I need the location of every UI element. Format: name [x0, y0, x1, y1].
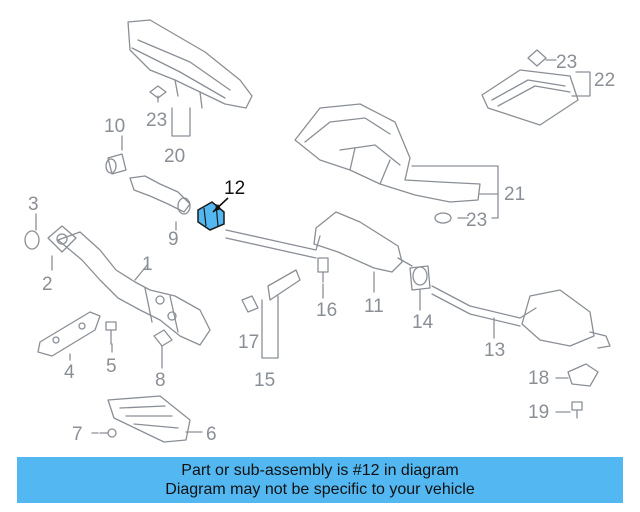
- clamp-part-10: [105, 153, 127, 175]
- label-10: 10: [104, 116, 125, 137]
- label-16: 16: [316, 300, 337, 321]
- label-23-right-mid: 23: [466, 210, 487, 231]
- label-13: 13: [484, 340, 505, 361]
- label-3: 3: [28, 194, 39, 215]
- label-8: 8: [155, 370, 166, 391]
- label-6: 6: [206, 424, 217, 445]
- gasket-part-3: [24, 230, 40, 250]
- label-14: 14: [412, 312, 434, 333]
- label-18: 18: [528, 368, 549, 389]
- label-23-right-top: 23: [556, 52, 577, 73]
- label-19: 19: [528, 402, 549, 423]
- hanger-part-18: [567, 363, 599, 387]
- exhaust-parts-diagram: 1 2 3 4 5 6 7 8 9 10 11 12 13 14 15 16 1…: [24, 19, 615, 445]
- label-20: 20: [164, 146, 185, 167]
- bracket-part-4: [37, 311, 101, 357]
- label-15: 15: [254, 370, 275, 391]
- label-2: 2: [42, 274, 53, 295]
- label-21: 21: [504, 184, 525, 205]
- hanger-part-16: [317, 257, 329, 283]
- label-4: 4: [64, 362, 75, 383]
- banner-line-part-number: Part or sub-assembly is #12 in diagram: [181, 462, 459, 479]
- label-7: 7: [72, 424, 83, 445]
- banner-line-disclaimer: Diagram may not be specific to your vehi…: [165, 481, 475, 498]
- label-11: 11: [364, 296, 384, 317]
- heat-shield-upper-part-20: [127, 19, 253, 109]
- catalytic-converter-part-1: [57, 231, 211, 346]
- label-17: 17: [238, 332, 259, 353]
- bracket-part-8: [153, 329, 173, 347]
- front-pipe-part-9: [129, 175, 191, 215]
- heat-shield-lower-part-6: [107, 395, 191, 443]
- label-1: 1: [142, 254, 153, 275]
- label-9: 9: [168, 229, 179, 250]
- heat-shield-part-22: [481, 69, 579, 126]
- bolt-part-19: [571, 401, 583, 419]
- label-5: 5: [106, 356, 117, 377]
- rear-muffler-part-13: [431, 285, 611, 349]
- label-23-top: 23: [146, 110, 167, 131]
- bolt-part-7: [99, 428, 117, 438]
- part-labels: 1 2 3 4 5 6 7 8 9 10 11 12 13 14 15 16 1…: [28, 52, 615, 445]
- connector-part-12-highlighted[interactable]: [197, 197, 229, 231]
- hanger-part-17: [241, 269, 301, 313]
- info-banner: Part or sub-assembly is #12 in diagram D…: [17, 457, 623, 503]
- leader-lines: [35, 59, 591, 434]
- tunnel-heat-shield-part-21: [294, 103, 481, 203]
- label-22: 22: [594, 70, 615, 91]
- middle-muffler-part-11: [225, 211, 413, 273]
- clamp-part-14: [409, 265, 431, 291]
- label-12: 12: [224, 178, 245, 199]
- clip-part-23: [149, 49, 547, 224]
- bolt-part-5: [105, 321, 117, 345]
